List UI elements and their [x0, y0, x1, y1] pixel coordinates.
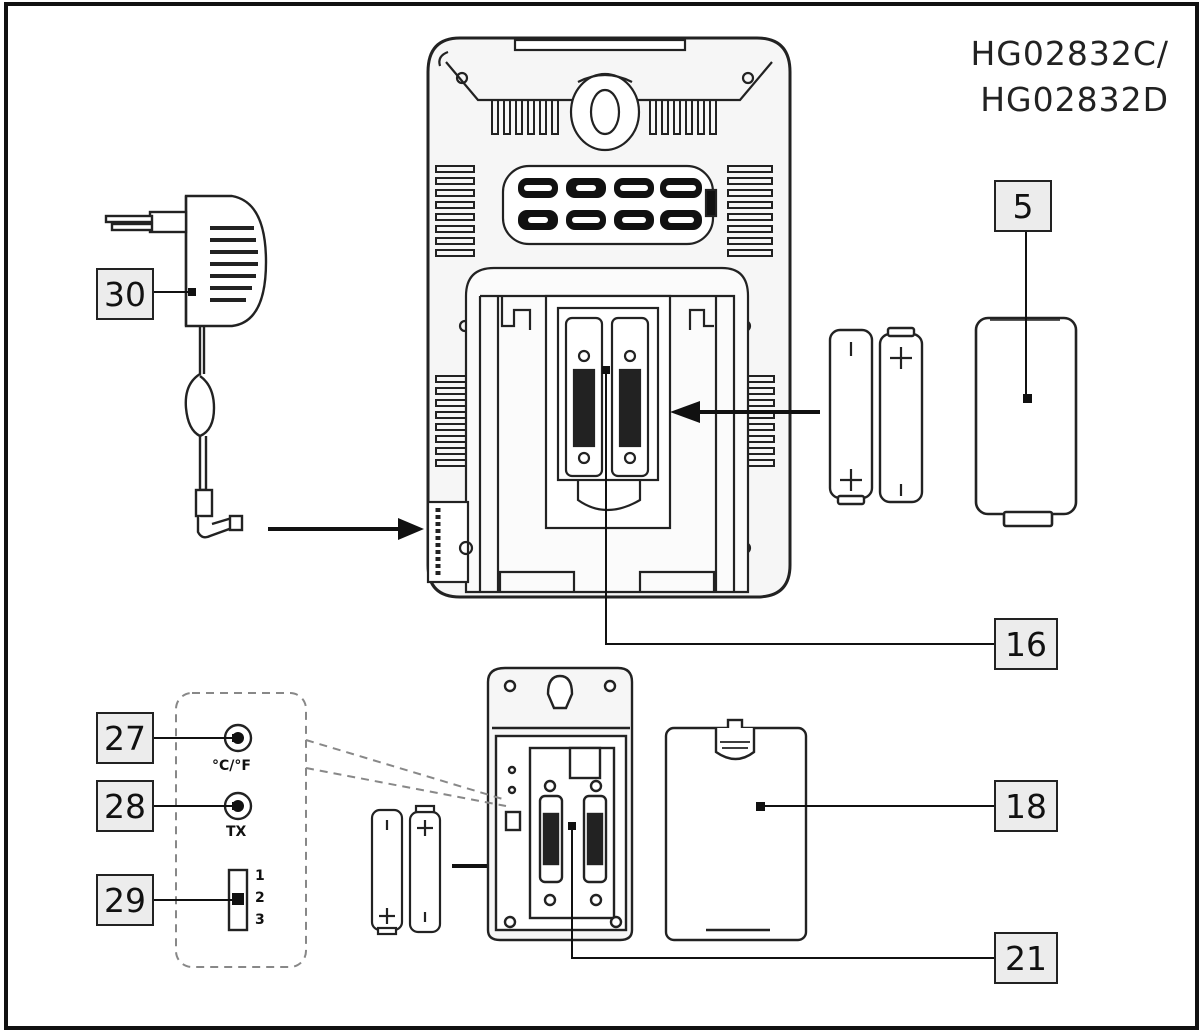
callout-30: 30: [96, 268, 154, 320]
model-number-line1: HG02832C/: [970, 34, 1169, 73]
channel-1-label: 1: [255, 868, 265, 884]
model-number-line2: HG02832D: [980, 80, 1169, 119]
remote-batteries: [370, 804, 442, 936]
outer-border: [4, 2, 1199, 1030]
button-panel: [501, 164, 715, 246]
callout-29: 29: [96, 874, 154, 926]
power-adapter: [104, 194, 268, 539]
leader-lines: [154, 232, 1027, 959]
tx-label: TX: [226, 824, 247, 840]
unit-switch-label: °C/°F: [212, 758, 251, 774]
battery-cover-remote: [664, 718, 808, 942]
main-station-back: [426, 36, 792, 599]
callout-16: 16: [994, 618, 1058, 670]
callout-5: 5: [994, 180, 1052, 232]
callout-21: 21: [994, 932, 1058, 984]
remote-sensor: [486, 666, 634, 942]
top-vents: [491, 99, 717, 135]
channel-3-label: 3: [255, 912, 265, 928]
channel-2-label: 2: [255, 890, 265, 906]
callout-18: 18: [994, 780, 1058, 832]
callout-28: 28: [96, 780, 154, 832]
callout-27: 27: [96, 712, 154, 764]
main-batteries: [828, 326, 924, 506]
